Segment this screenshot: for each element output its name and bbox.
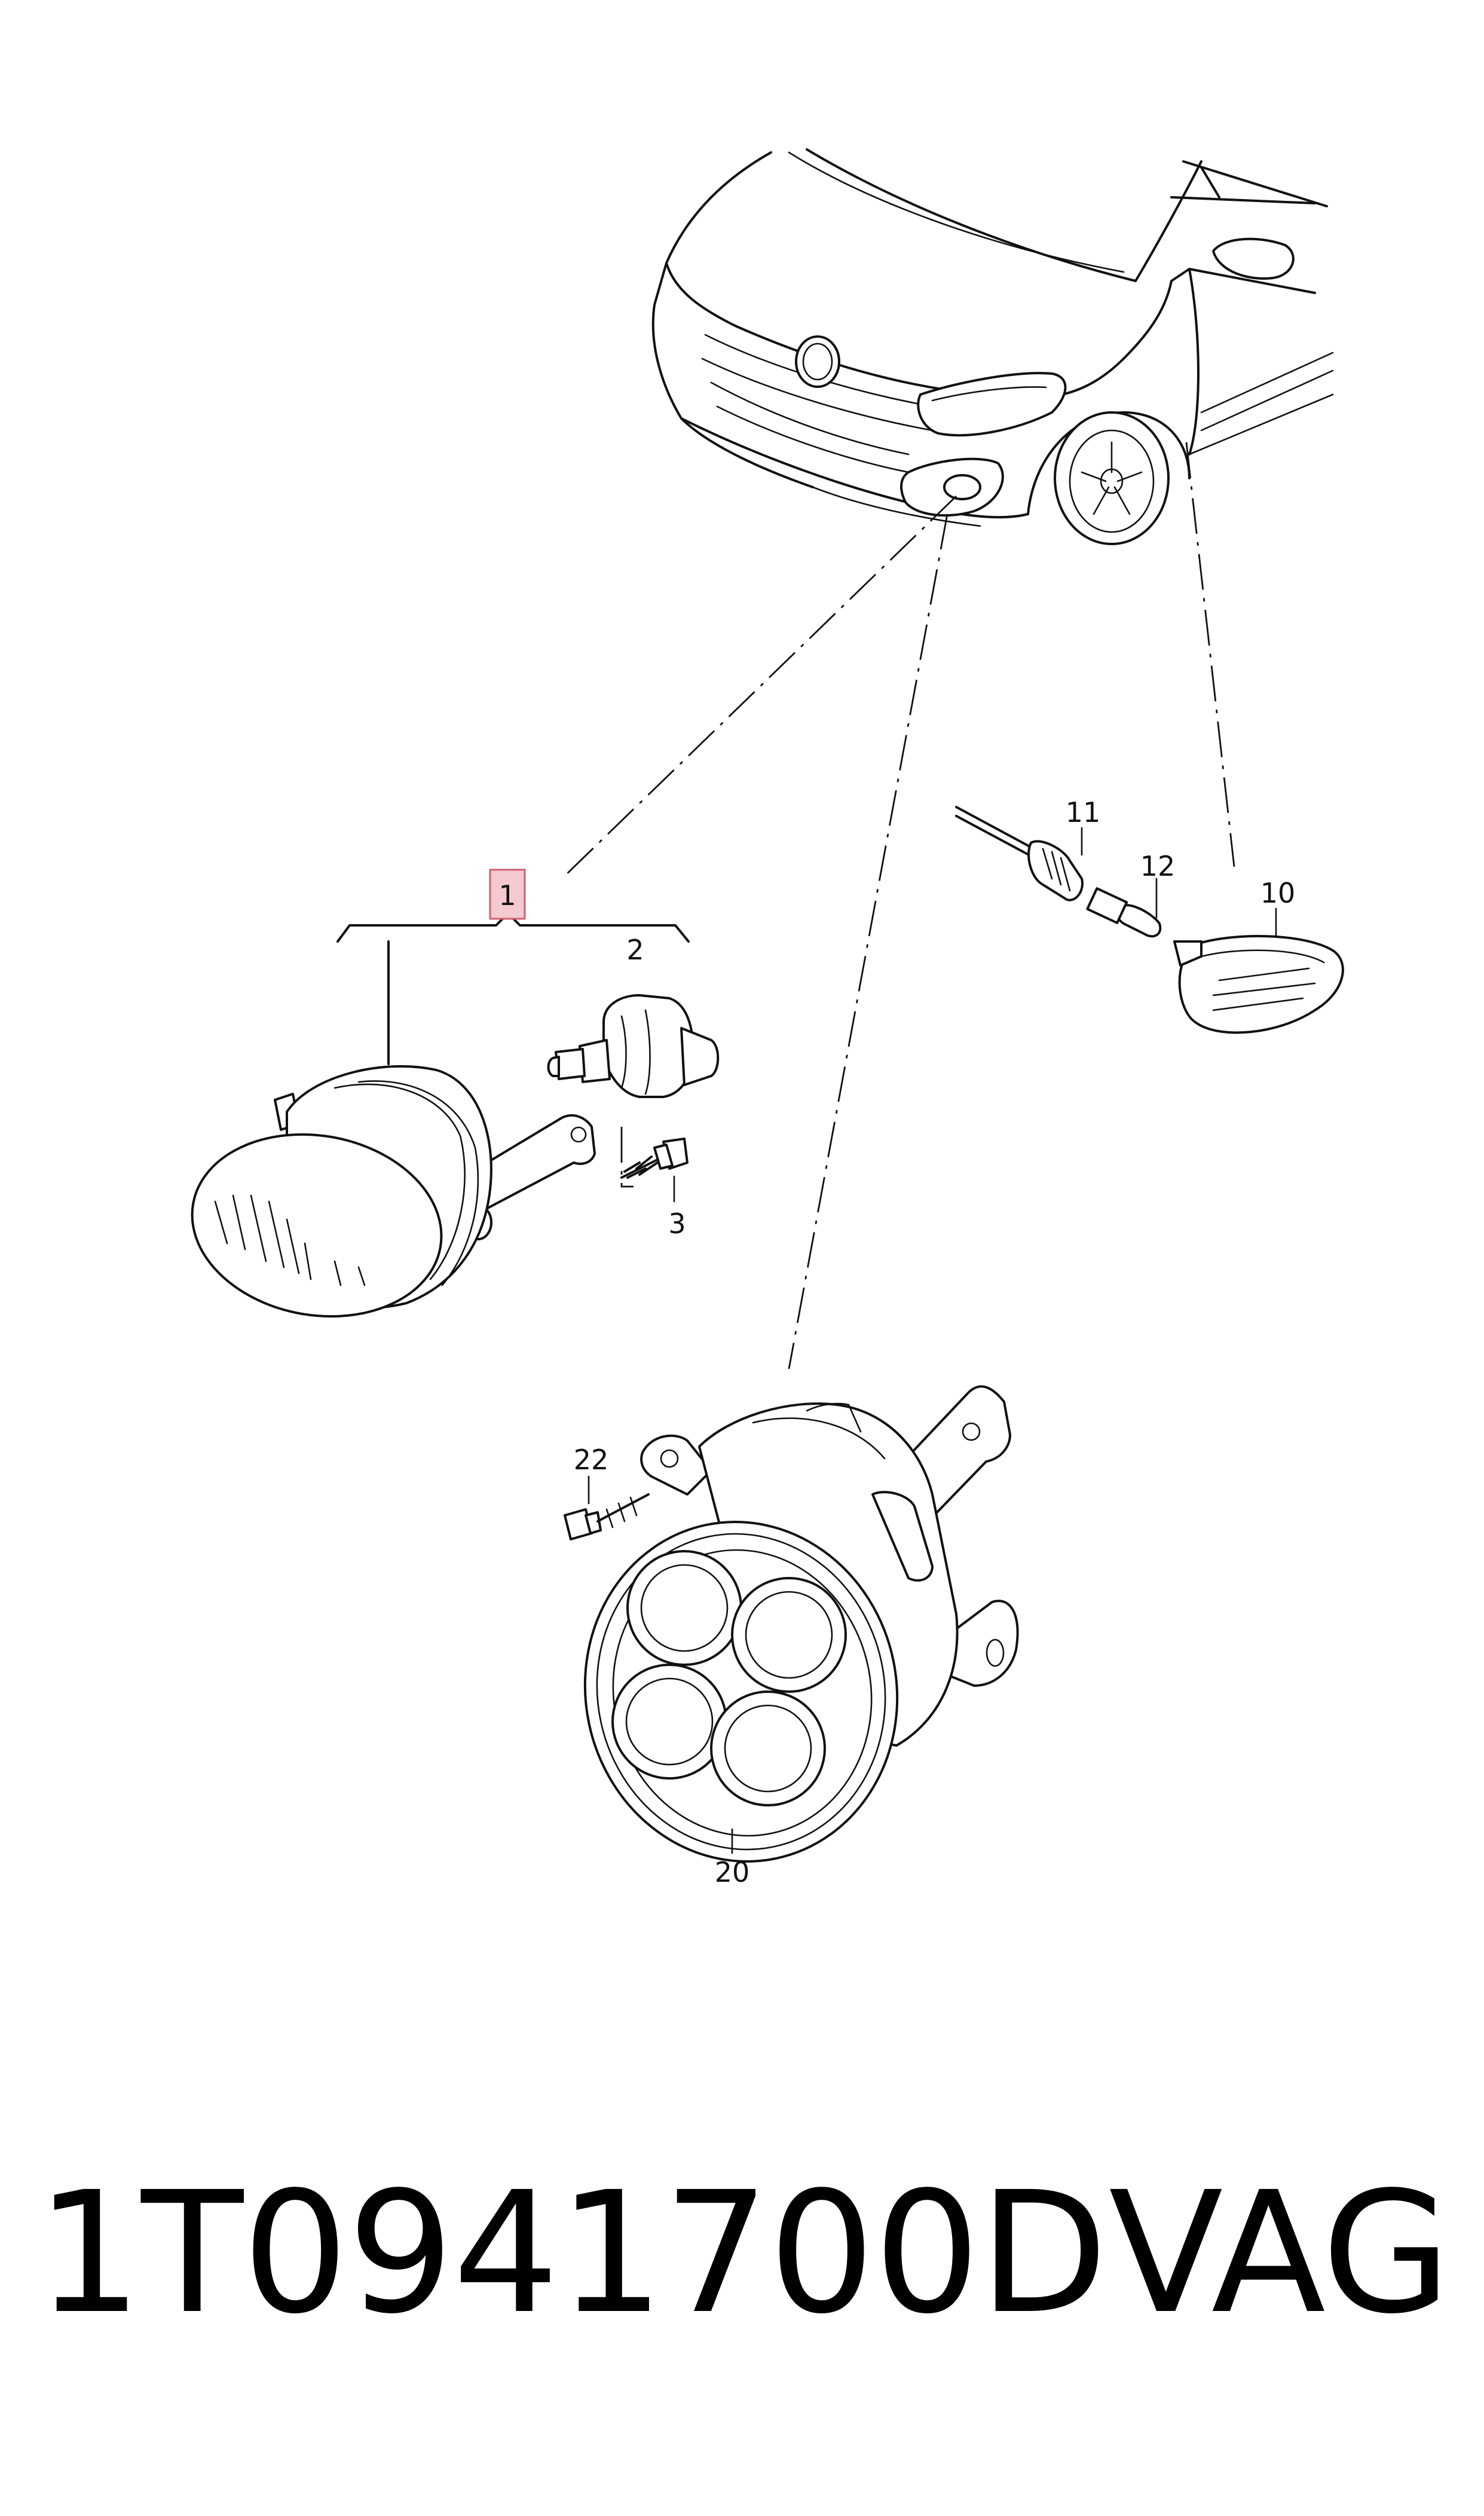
led-fog-light-part — [583, 1385, 1019, 1863]
side-marker-light-parts — [955, 806, 1344, 1034]
footer: 1T0941700D VAG — [0, 2128, 1484, 2379]
callout-12: 12 — [1140, 850, 1176, 882]
callout-1-highlight — [489, 869, 526, 920]
car-front-illustration — [651, 148, 1334, 545]
fog-light-assembly — [191, 1065, 596, 1318]
callout-10: 10 — [1260, 877, 1296, 909]
parts-diagram: 1 2 3 11 12 10 22 20 — [191, 148, 1344, 1888]
screw-part-3 — [620, 1127, 689, 1203]
part-number: 1T0941700D — [36, 2156, 1108, 2351]
screw-part-22 — [564, 1475, 650, 1540]
callout-labels: 1 2 3 11 12 10 22 20 — [489, 796, 1296, 1888]
callout-11: 11 — [1066, 796, 1101, 829]
brand-name: VAG — [1109, 2156, 1451, 2351]
callout-3: 3 — [668, 1207, 686, 1240]
callout-20: 20 — [715, 1856, 750, 1888]
reference-leader-lines — [561, 442, 1235, 1369]
callout-1: 1 — [498, 879, 516, 912]
callout-2: 2 — [626, 934, 644, 966]
callout-22: 22 — [574, 1444, 609, 1476]
bulb-part — [547, 994, 720, 1098]
